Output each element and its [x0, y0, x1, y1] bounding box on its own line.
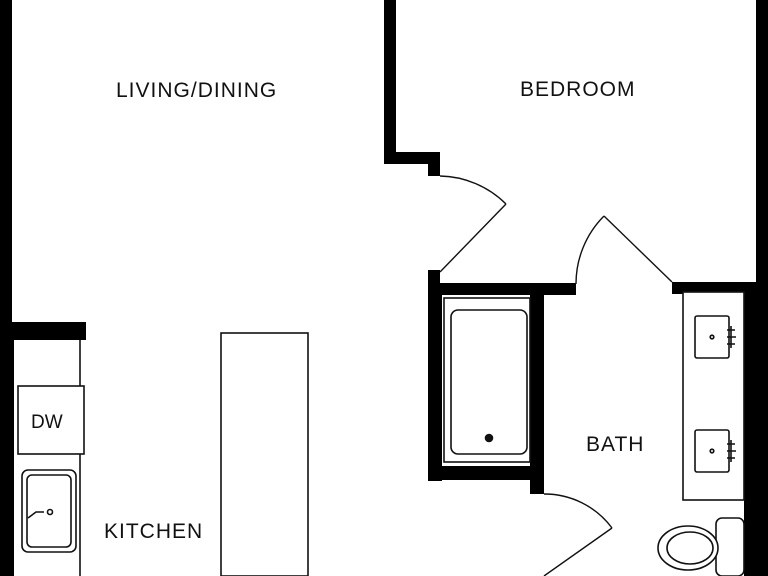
toilet-tank — [715, 517, 745, 576]
kitchen-island — [220, 332, 309, 576]
kitchen-label: KITCHEN — [104, 520, 203, 543]
vanity-sink-upper — [694, 315, 730, 359]
bath-top-wall — [428, 283, 576, 295]
kitchen-top-wall — [0, 322, 86, 340]
room-labels: LIVING/DINING BEDROOM BATH KITCHEN — [104, 78, 644, 543]
bath-door-leaf — [603, 215, 673, 283]
vanity-sink-upper-drain — [709, 334, 715, 340]
bath-label: BATH — [586, 433, 644, 456]
kitchen-sink — [21, 469, 77, 553]
kitchen-left-wall — [0, 322, 14, 576]
tub-left-wall — [428, 283, 442, 481]
kitchen-sink-drain — [46, 508, 54, 516]
living-dining-label: LIVING/DINING — [116, 79, 277, 102]
bedroom-label: BEDROOM — [520, 78, 636, 101]
bedroom-right-wall — [756, 0, 768, 292]
bedroom-door-leaf — [439, 203, 507, 273]
tub-right-wall — [530, 292, 544, 470]
bath-fixtures — [443, 291, 745, 576]
dishwasher-label: DW — [31, 412, 63, 433]
kitchen-fixtures: DW — [17, 332, 309, 576]
bath-lower-jamb — [530, 466, 544, 494]
vanity-sink-lower-drain — [709, 448, 715, 454]
toilet-seat — [666, 531, 714, 565]
tub-bottom-wall — [428, 466, 544, 480]
kitchen-faucet-icon — [27, 511, 44, 519]
vanity-faucet-lower-icon — [727, 440, 736, 462]
vanity-faucet-upper-icon — [727, 326, 736, 348]
bathtub-drain — [484, 433, 494, 443]
vanity-sink-lower — [694, 429, 730, 473]
lower-door-swing — [543, 493, 613, 529]
left-exterior-wall — [0, 0, 12, 330]
bedroom-door-jamb — [428, 152, 440, 176]
kitchen-sink-basin — [26, 474, 72, 548]
doors — [439, 175, 673, 576]
bathtub-basin — [450, 309, 528, 455]
dishwasher — [17, 385, 85, 455]
bedroom-left-return — [384, 152, 440, 164]
lower-door-leaf — [543, 527, 613, 576]
bedroom-left-wall — [384, 0, 396, 164]
bath-door-swing — [575, 215, 605, 285]
bedroom-door-swing — [439, 175, 507, 205]
bath-right-wall — [744, 282, 768, 576]
